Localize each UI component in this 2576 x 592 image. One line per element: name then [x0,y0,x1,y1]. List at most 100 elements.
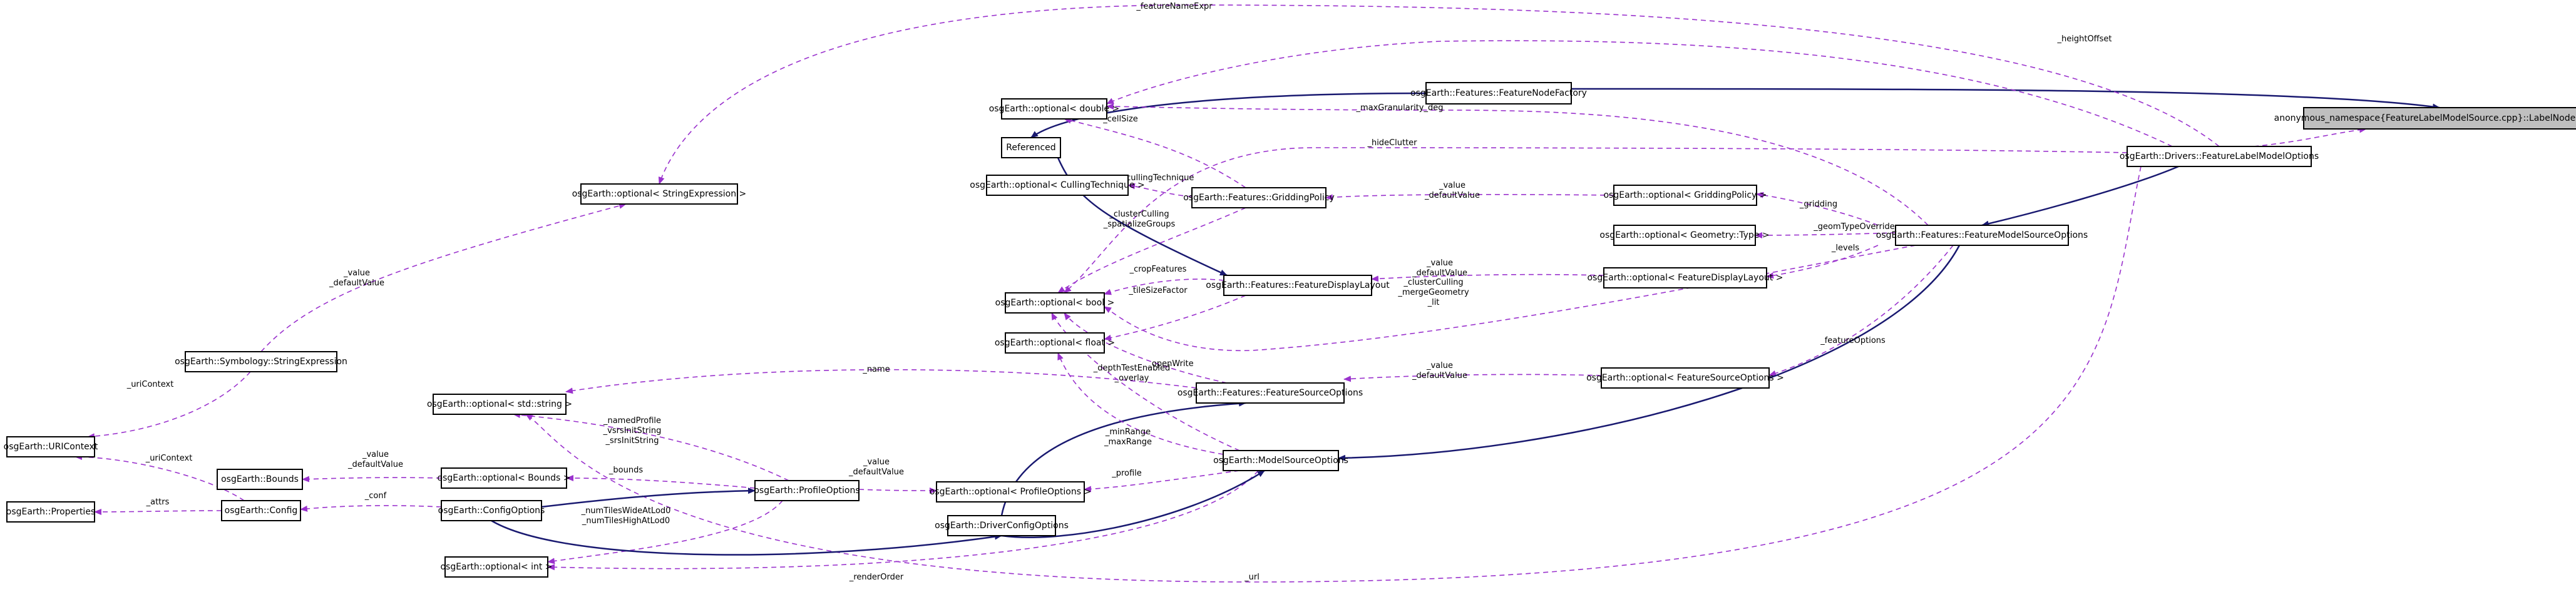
class-node-optbool[interactable]: osgEarth::optional< bool > [995,292,1115,314]
class-label: osgEarth::Properties [6,507,95,517]
edge-optsym-to-flmo [658,4,2220,185]
class-box[interactable] [6,436,95,457]
class-box[interactable] [6,501,95,523]
class-node-optgeom[interactable]: osgEarth::optional< Geometry::Type > [1599,225,1770,246]
class-box[interactable] [2127,146,2312,167]
class-label: osgEarth::optional< double > [989,104,1120,114]
class-node-referenced[interactable]: Referenced [1001,137,1061,158]
edge-label: _value [362,450,389,459]
class-box[interactable] [1223,275,1372,296]
class-node-optfso[interactable]: osgEarth::optional< FeatureSourceOptions… [1586,367,1784,389]
class-label: osgEarth::optional< CullingTechnique > [970,180,1144,190]
edge-optstr-to-profopt [513,412,789,481]
edge-optstr-to-fso [565,369,1197,394]
edge-label: _defaultValue [1412,371,1467,380]
class-node-optsym[interactable]: osgEarth::optional< StringExpression > [572,183,747,205]
edge-label: _bounds [608,466,643,475]
class-node-optfloat[interactable]: osgEarth::optional< float > [995,332,1115,354]
class-node-optfdl[interactable]: osgEarth::optional< FeatureDisplayLayout… [1588,267,1783,288]
edge-optbool-to-fso [1064,312,1228,384]
class-node-fmso[interactable]: osgEarth::Features::FeatureModelSourceOp… [1876,225,2088,246]
class-node-props[interactable]: osgEarth::Properties [6,501,95,523]
class-box[interactable] [2303,107,2576,130]
class-node-confopt[interactable]: osgEarth::ConfigOptions [438,500,545,521]
class-box[interactable] [1613,185,1757,206]
edge-fmso-to-flmo [1981,165,2179,227]
class-label: osgEarth::URIContext [4,442,98,452]
edge-confopt-to-profopt [541,487,756,508]
class-box[interactable] [580,183,738,205]
class-box[interactable] [1613,225,1756,246]
class-node-symstr[interactable]: osgEarth::Symbology::StringExpression [175,351,347,372]
class-box[interactable] [1001,98,1107,120]
class-node-fso[interactable]: osgEarth::Features::FeatureSourceOptions [1178,382,1363,404]
class-box[interactable] [1603,267,1767,288]
class-label: osgEarth::Features::GriddingPolicy [1183,193,1335,203]
class-node-uri[interactable]: osgEarth::URIContext [4,436,98,457]
edge-label: _gridding [1799,200,1837,209]
class-node-fdl[interactable]: osgEarth::Features::FeatureDisplayLayout [1206,275,1390,296]
class-node-root[interactable]: anonymous_namespace{FeatureLabelModelSou… [2274,107,2576,130]
class-label: osgEarth::DriverConfigOptions [935,521,1069,531]
class-box[interactable] [441,467,567,489]
edge-label: _maxRange [1104,437,1152,447]
edge-label: _value [1426,361,1453,370]
class-node-optint[interactable]: osgEarth::optional< int > [440,556,553,578]
class-box[interactable] [1601,367,1770,389]
edge-label: _defaultValue [1424,191,1480,200]
class-node-mso[interactable]: osgEarth::ModelSourceOptions [1213,450,1348,471]
edge-label: _clusterCulling [1403,278,1463,287]
class-node-optgrid[interactable]: osgEarth::optional< GriddingPolicy > [1603,185,1767,206]
class-box[interactable] [1196,382,1345,404]
edge-label: _clusterCulling [1109,210,1169,219]
class-box[interactable] [1005,292,1105,314]
class-box[interactable] [1191,187,1326,208]
edge-optprof-to-mso [1084,470,1240,492]
class-box[interactable] [986,175,1129,196]
edge-label: _tileSizeFactor [1128,286,1188,295]
class-box[interactable] [185,351,337,372]
class-box[interactable] [1223,450,1339,471]
edge-label: _spatializeGroups [1103,220,1176,229]
class-node-flmo[interactable]: osgEarth::Drivers::FeatureLabelModelOpti… [2120,146,2319,167]
class-box[interactable] [433,394,567,415]
class-node-gridpol[interactable]: osgEarth::Features::GriddingPolicy [1183,187,1335,208]
class-label: osgEarth::optional< int > [440,562,552,572]
class-label: osgEarth::optional< float > [995,338,1115,348]
class-node-optdouble[interactable]: osgEarth::optional< double > [989,98,1120,120]
class-box[interactable] [754,480,860,501]
edge-uri-to-config [74,454,245,501]
edge-label: _maxGranularity_deg [1355,103,1443,113]
class-node-fnf[interactable]: osgEarth::Features::FeatureNodeFactory [1410,82,1587,105]
class-node-optprof[interactable]: osgEarth::optional< ProfileOptions > [930,481,1091,503]
class-node-optcull[interactable]: osgEarth::optional< CullingTechnique > [970,175,1145,196]
edge-label: _cullingTechnique [1122,173,1194,183]
class-node-config[interactable]: osgEarth::Config [221,500,301,521]
class-node-dco[interactable]: osgEarth::DriverConfigOptions [935,515,1069,536]
edge-referenced-to-fnf [1030,92,1427,138]
class-box[interactable] [1001,137,1061,158]
class-box[interactable] [947,515,1056,536]
class-node-bounds[interactable]: osgEarth::Bounds [217,469,303,490]
class-box[interactable] [221,500,301,521]
edge-label: _profile [1111,469,1142,478]
class-label: osgEarth::optional< ProfileOptions > [930,487,1091,497]
class-node-optstr[interactable]: osgEarth::optional< std::string > [427,394,572,415]
edges-layer [74,4,2440,583]
edge-optfso-to-fmso [1768,245,1954,377]
edge-optfdl-to-fmso [1766,245,1879,279]
class-box[interactable] [1895,225,2069,246]
class-box[interactable] [936,481,1085,503]
edge-uri-to-symstr [87,371,251,440]
edge-fdl-to-optfdl [1371,273,1604,282]
edge-dco-to-mso [1001,469,1265,539]
class-box[interactable] [441,500,542,521]
class-label: osgEarth::Features::FeatureDisplayLayout [1206,280,1390,290]
class-box[interactable] [217,469,303,490]
class-node-profopt[interactable]: osgEarth::ProfileOptions [754,480,860,501]
class-box[interactable] [444,556,548,578]
class-box[interactable] [1425,82,1572,105]
class-box[interactable] [1005,332,1105,354]
class-node-optbounds[interactable]: osgEarth::optional< Bounds > [438,467,571,489]
